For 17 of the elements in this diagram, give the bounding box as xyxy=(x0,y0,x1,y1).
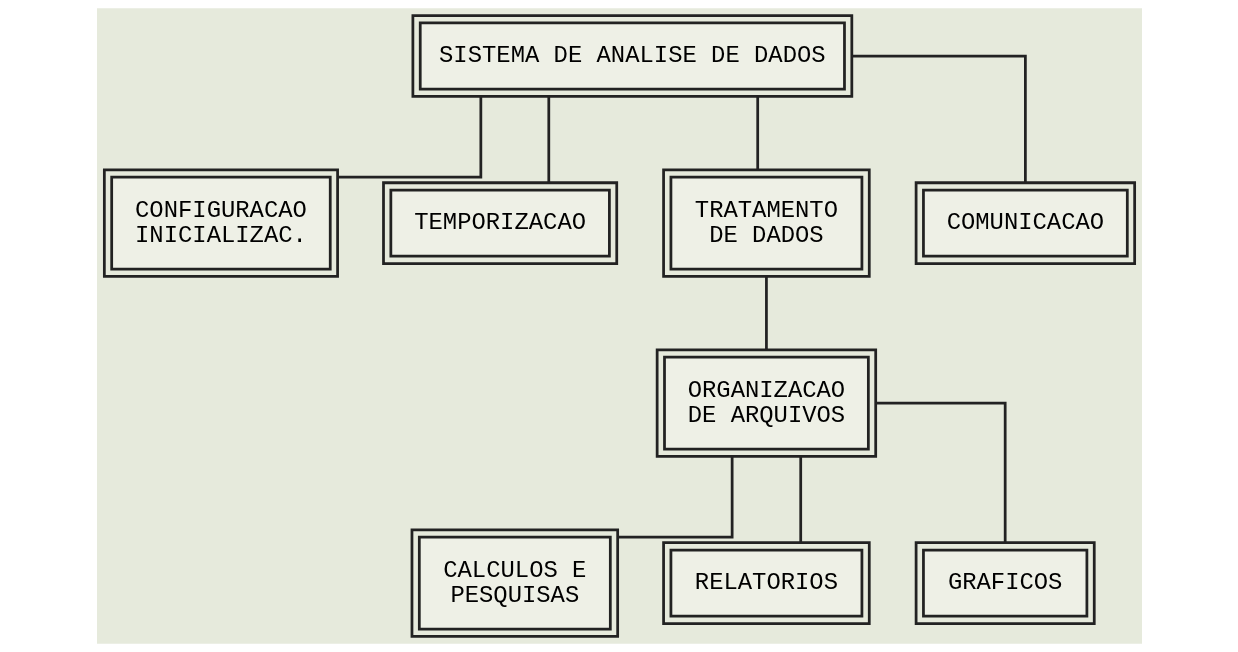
node-box: GRAFICOS xyxy=(914,541,1096,625)
connector xyxy=(617,456,733,539)
connector xyxy=(546,96,550,183)
node-box: TEMPORIZACAO xyxy=(381,181,618,265)
node-box: COMUNICACAO xyxy=(914,181,1136,265)
node-box: ORGANIZACAO DE ARQUIVOS xyxy=(655,348,877,458)
node-box: TRATAMENTO DE DADOS xyxy=(661,168,871,278)
node-box: CONFIGURACAO INICIALIZAC. xyxy=(102,168,339,278)
connector xyxy=(755,96,759,170)
connector xyxy=(764,276,768,350)
node-box: SISTEMA DE ANALISE DE DADOS xyxy=(411,14,853,98)
connector xyxy=(875,401,1007,543)
node-box: CALCULOS E PESQUISAS xyxy=(410,528,619,638)
connector xyxy=(798,456,802,543)
connector xyxy=(337,97,482,179)
connector xyxy=(851,54,1027,183)
node-box: RELATORIOS xyxy=(661,541,871,625)
